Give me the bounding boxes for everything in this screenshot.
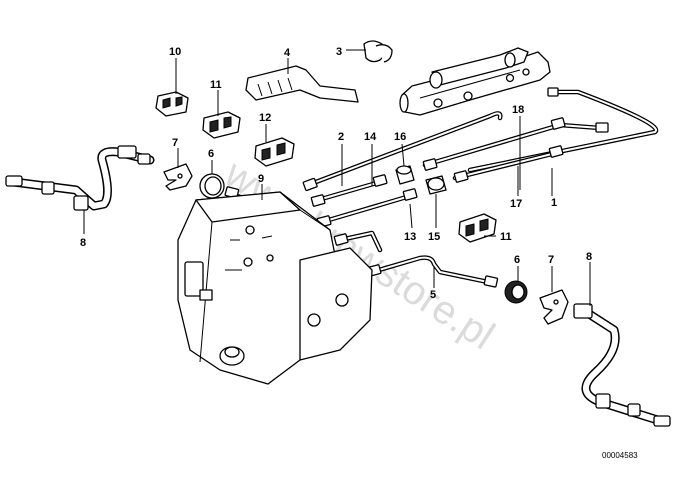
clip-11-right <box>458 213 497 243</box>
brake-hose-8-left <box>5 145 155 211</box>
label-18: 18 <box>512 104 524 116</box>
label-6-right: 6 <box>514 254 520 266</box>
label-7-right: 7 <box>548 254 554 266</box>
label-16: 16 <box>394 131 406 143</box>
callout-labels: 1 2 3 4 5 6 6 7 7 8 8 9 10 11 11 12 13 1… <box>80 46 592 301</box>
label-7-left: 7 <box>172 137 178 149</box>
pipe-fittings <box>224 87 609 288</box>
clip-11-top <box>202 111 241 139</box>
clip-12 <box>254 137 295 167</box>
connector-15 <box>425 175 447 195</box>
clip-10 <box>155 91 189 117</box>
label-8-left: 8 <box>80 237 86 249</box>
label-11-top: 11 <box>210 79 222 91</box>
label-14: 14 <box>364 131 377 143</box>
label-17: 17 <box>510 198 522 210</box>
label-9: 9 <box>258 173 264 185</box>
label-15: 15 <box>428 231 440 243</box>
grommet-6-left <box>199 173 225 199</box>
bracket-4 <box>245 65 359 103</box>
label-5: 5 <box>430 289 436 301</box>
clip-3 <box>363 40 393 63</box>
label-1: 1 <box>551 197 557 209</box>
master-cylinder <box>399 47 551 116</box>
connector-16 <box>395 165 415 185</box>
label-13: 13 <box>404 231 416 243</box>
label-12: 12 <box>259 112 271 124</box>
bracket-7-right <box>539 289 569 325</box>
diagram-code: 00004583 <box>602 451 638 460</box>
label-10: 10 <box>169 46 181 58</box>
label-2: 2 <box>338 131 344 143</box>
brake-hose-8-right <box>573 303 671 427</box>
label-6-left: 6 <box>208 148 214 160</box>
label-8-right: 8 <box>586 251 592 263</box>
grommet-6-right <box>504 280 528 304</box>
bracket-7-left <box>163 163 193 191</box>
label-11-right: 11 <box>500 231 512 243</box>
leader-lines <box>83 49 591 306</box>
label-3: 3 <box>336 46 342 58</box>
label-4: 4 <box>284 47 291 59</box>
abs-hydraulic-unit <box>177 191 373 385</box>
